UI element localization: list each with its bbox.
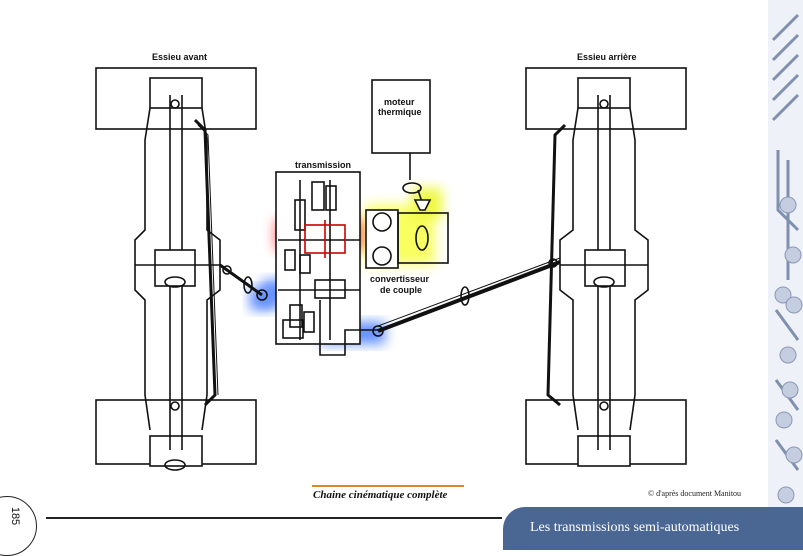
source-credit: © d'après document Manitou — [648, 489, 742, 498]
footer-banner — [503, 507, 803, 550]
rear-axle — [525, 67, 687, 467]
rear-axle-label: Essieu arrière — [577, 52, 637, 62]
converter-label-line1: convertisseur — [370, 274, 430, 284]
figure-caption: Chaine cinématique complète — [313, 489, 448, 501]
engine — [371, 79, 432, 211]
front-axle-label: Essieu avant — [152, 52, 208, 62]
transmission-box — [275, 171, 378, 356]
page-number: 185 — [9, 506, 22, 526]
engine-label-line1: moteur — [384, 97, 415, 107]
front-propshaft — [219, 263, 268, 301]
circuit-decoration — [768, 0, 803, 550]
engine-label-line2: thermique — [378, 107, 422, 117]
footer-rule — [46, 517, 502, 519]
chapter-title: Les transmissions semi-automatiques — [530, 520, 740, 535]
torque-converter — [365, 209, 449, 269]
converter-label-line2: de couple — [380, 285, 423, 295]
caption-rule — [312, 485, 464, 487]
rear-propshaft — [372, 257, 561, 337]
front-axle — [95, 67, 257, 471]
transmission-label: transmission — [295, 160, 352, 170]
